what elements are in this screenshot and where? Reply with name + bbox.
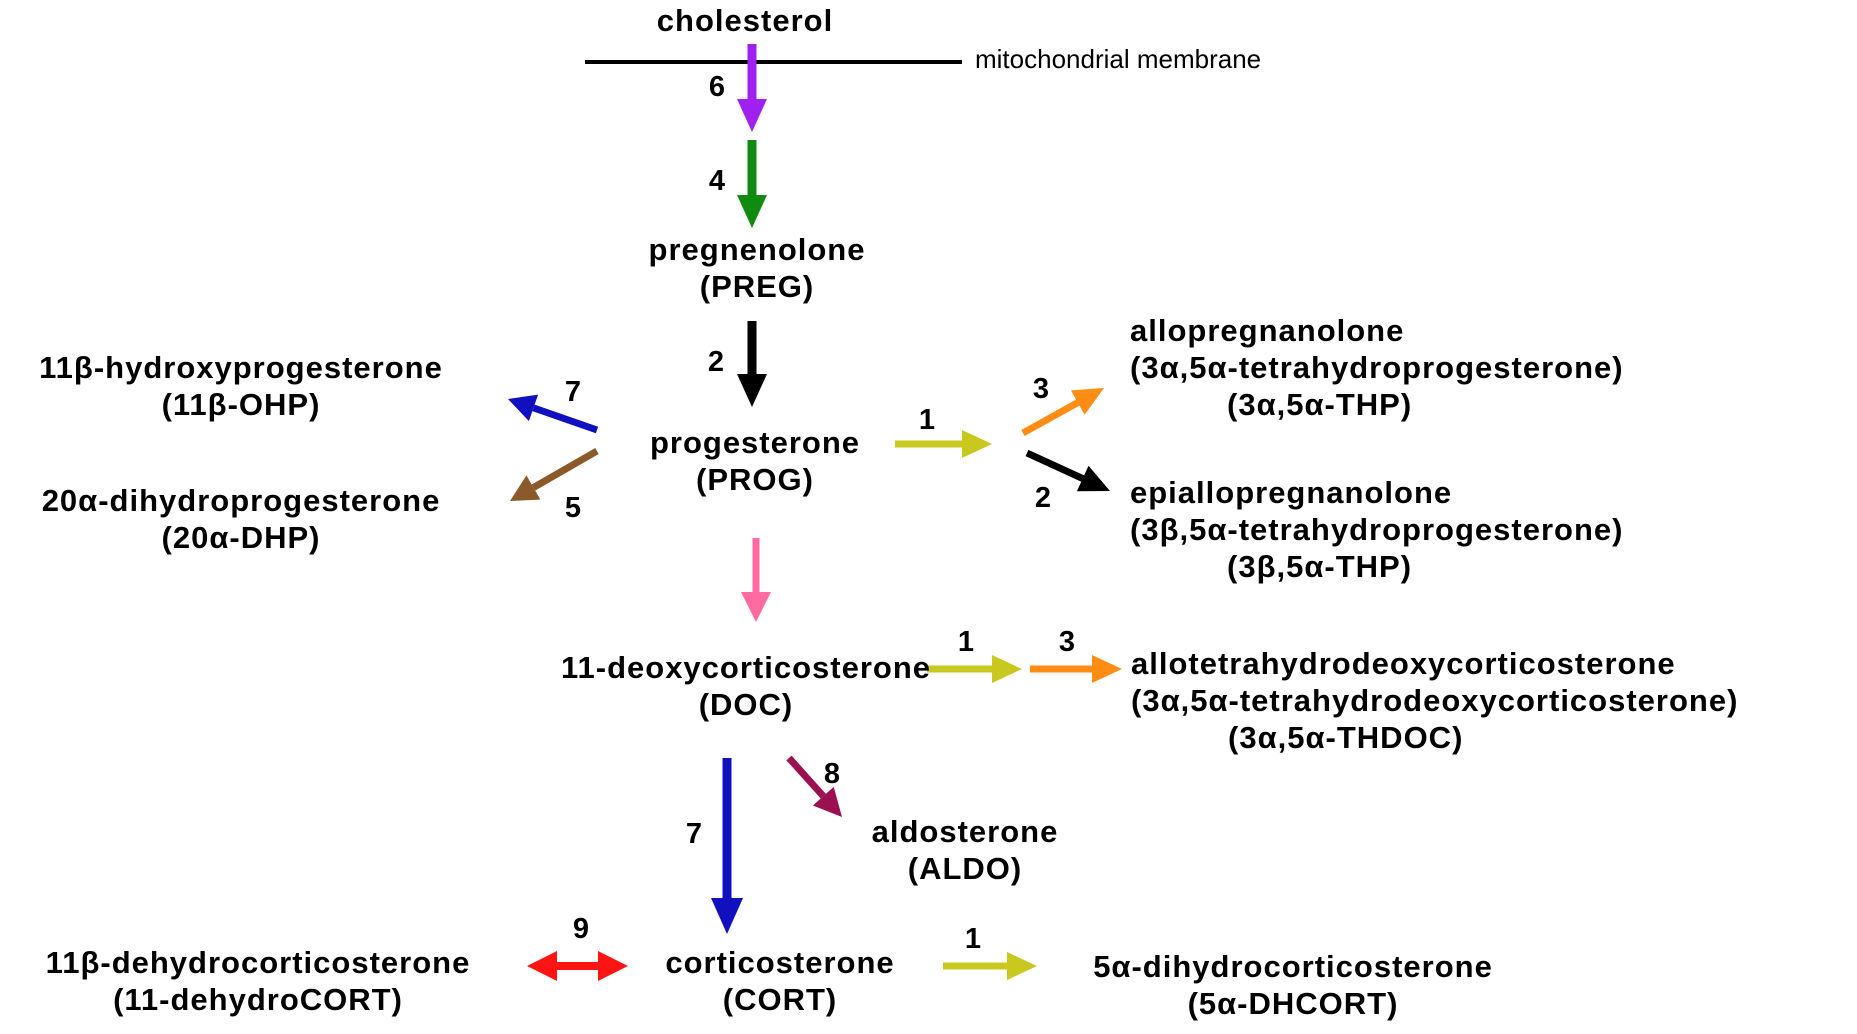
arrow-prog-to-5a: [895, 430, 992, 458]
allopregnanolone-full: (3α,5α-tetrahydroprogesterone): [1130, 350, 1624, 385]
allopregnanolone-label: allopregnanolone (3α,5α-tetrahydroproges…: [1130, 312, 1624, 423]
arrow-prog-to-ohp: [508, 394, 599, 434]
enzyme-label-dhp: 5: [564, 492, 582, 524]
dihydrocorticosterone-name: 5α-dihydrocorticosterone: [1093, 949, 1493, 984]
enzyme-label-dhcort: 1: [964, 923, 982, 955]
enzyme-label-allo: 3: [1032, 373, 1050, 405]
arrow-prog-to-dhp: [510, 447, 599, 501]
arrow-doc-to-aldo: [786, 755, 842, 817]
corticosterone-label: corticosterone (CORT): [665, 944, 894, 1018]
mitochondrial-membrane-label: mitochondrial membrane: [975, 44, 1262, 74]
enzyme-label-aldo: 8: [823, 758, 841, 790]
pregnenolone-label: pregnenolone (PREG): [649, 231, 866, 305]
enzyme-label-cort: 7: [685, 818, 703, 850]
dehydrocorticosterone-label: 11β-dehydrocorticosterone (11-dehydroCOR…: [46, 944, 471, 1018]
aldosterone-label: aldosterone (ALDO): [872, 813, 1059, 887]
dihydroprogesterone-abbr: (20α-DHP): [161, 520, 321, 555]
deoxycorticosterone-name: 11-deoxycorticosterone: [560, 650, 932, 685]
dehydrocorticosterone-name: 11β-dehydrocorticosterone: [45, 945, 471, 980]
arrow-prog-to-doc: [741, 538, 771, 622]
epiallopregnanolone-label: epiallopregnanolone (3β,5α-tetrahydropro…: [1130, 474, 1623, 585]
arrow-doc-to-cort: [711, 758, 743, 934]
cholesterol-label: cholesterol: [657, 2, 833, 39]
dihydroprogesterone-label: 20α-dihydroprogesterone (20α-DHP): [42, 482, 441, 556]
arrow-to-thdoc: [1030, 655, 1122, 683]
dihydroprogesterone-name: 20α-dihydroprogesterone: [41, 483, 441, 518]
enzyme-label-chol: 6: [708, 71, 726, 103]
arrow-cort-dehydrocort: [527, 951, 628, 981]
enzyme-label-doc-5a: 1: [957, 626, 975, 658]
hydroxyprogesterone-label: 11β-hydroxyprogesterone (11β-OHP): [39, 349, 443, 423]
thdoc-name: allotetrahydrodeoxycorticosterone: [1131, 646, 1676, 681]
dihydrocorticosterone-label: 5α-dihydrocorticosterone (5α-DHCORT): [1093, 948, 1493, 1022]
enzyme-label-ohp: 7: [564, 376, 582, 408]
deoxycorticosterone-abbr: (DOC): [698, 687, 794, 722]
enzyme-label-preg: 4: [708, 165, 726, 197]
hydroxyprogesterone-name: 11β-hydroxyprogesterone: [39, 350, 443, 385]
epiallopregnanolone-full: (3β,5α-tetrahydroprogesterone): [1130, 512, 1624, 547]
corticosterone-name: corticosterone: [665, 945, 895, 980]
arrow-preg-to-prog: [737, 321, 767, 407]
epiallopregnanolone-abbr: (3β,5α-THP): [1227, 549, 1413, 584]
aldosterone-abbr: (ALDO): [907, 851, 1023, 886]
enzyme-label-epiallo: 2: [1034, 482, 1052, 514]
arrow-doc-to-5a: [927, 655, 1022, 683]
progesterone-abbr: (PROG): [696, 462, 814, 497]
thdoc-abbr: (3α,5α-THDOC): [1228, 720, 1464, 755]
progesterone-label: progesterone (PROG): [650, 424, 860, 498]
arrow-to-epiallopregnanolone: [1025, 449, 1110, 492]
aldosterone-name: aldosterone: [871, 814, 1059, 849]
arrow-cholesterol-membrane: [737, 44, 767, 132]
allopregnanolone-name: allopregnanolone: [1130, 313, 1405, 348]
epiallopregnanolone-name: epiallopregnanolone: [1130, 475, 1453, 510]
cholesterol-name: cholesterol: [656, 3, 834, 38]
enzyme-label-prog-5a: 1: [918, 404, 936, 436]
corticosterone-abbr: (CORT): [722, 982, 838, 1017]
pregnenolone-name: pregnenolone: [648, 232, 866, 267]
enzyme-label-preg-prog: 2: [707, 346, 725, 378]
dehydrocorticosterone-abbr: (11-dehydroCORT): [113, 982, 403, 1017]
enzyme-label-dehydro: 9: [572, 913, 590, 945]
thdoc-label: allotetrahydrodeoxycorticosterone (3α,5α…: [1131, 645, 1738, 756]
enzyme-label-thdoc: 3: [1058, 626, 1076, 658]
hydroxyprogesterone-abbr: (11β-OHP): [161, 387, 321, 422]
thdoc-full: (3α,5α-tetrahydrodeoxycorticosterone): [1131, 683, 1739, 718]
deoxycorticosterone-label: 11-deoxycorticosterone (DOC): [561, 649, 931, 723]
arrow-to-allopregnanolone: [1021, 388, 1104, 437]
dihydrocorticosterone-abbr: (5α-DHCORT): [1187, 986, 1399, 1021]
allopregnanolone-abbr: (3α,5α-THP): [1227, 387, 1413, 422]
arrow-cort-to-dhcort: [943, 952, 1037, 980]
pregnenolone-abbr: (PREG): [699, 269, 815, 304]
progesterone-name: progesterone: [649, 425, 861, 460]
arrow-to-pregnenolone: [737, 140, 767, 228]
